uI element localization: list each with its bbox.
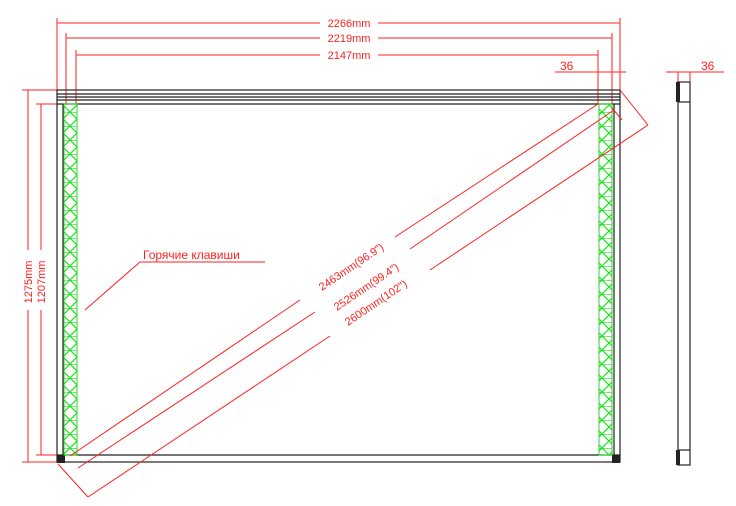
dimension-width-mid xyxy=(65,33,613,104)
hotkeys-label: Горячие клавиши xyxy=(143,248,240,262)
diagonal-dimensions xyxy=(57,89,649,498)
dimension-width-outer xyxy=(56,18,621,95)
height-inner-label: 1207mm xyxy=(36,261,48,304)
width-mid-label: 2219mm xyxy=(328,33,371,45)
left-sensor-strip xyxy=(63,103,78,456)
frame-width-label: 36 xyxy=(560,59,574,73)
right-sensor-strip xyxy=(598,103,613,456)
width-outer-label: 2266mm xyxy=(328,18,371,30)
side-depth-label: 36 xyxy=(701,59,715,73)
dimension-width-inner xyxy=(75,50,599,104)
dimension-height-outer xyxy=(22,89,60,463)
side-view xyxy=(676,81,691,466)
board-frame xyxy=(56,89,621,463)
width-inner-label: 2147mm xyxy=(328,50,371,62)
height-outer-label: 1275mm xyxy=(23,261,35,304)
